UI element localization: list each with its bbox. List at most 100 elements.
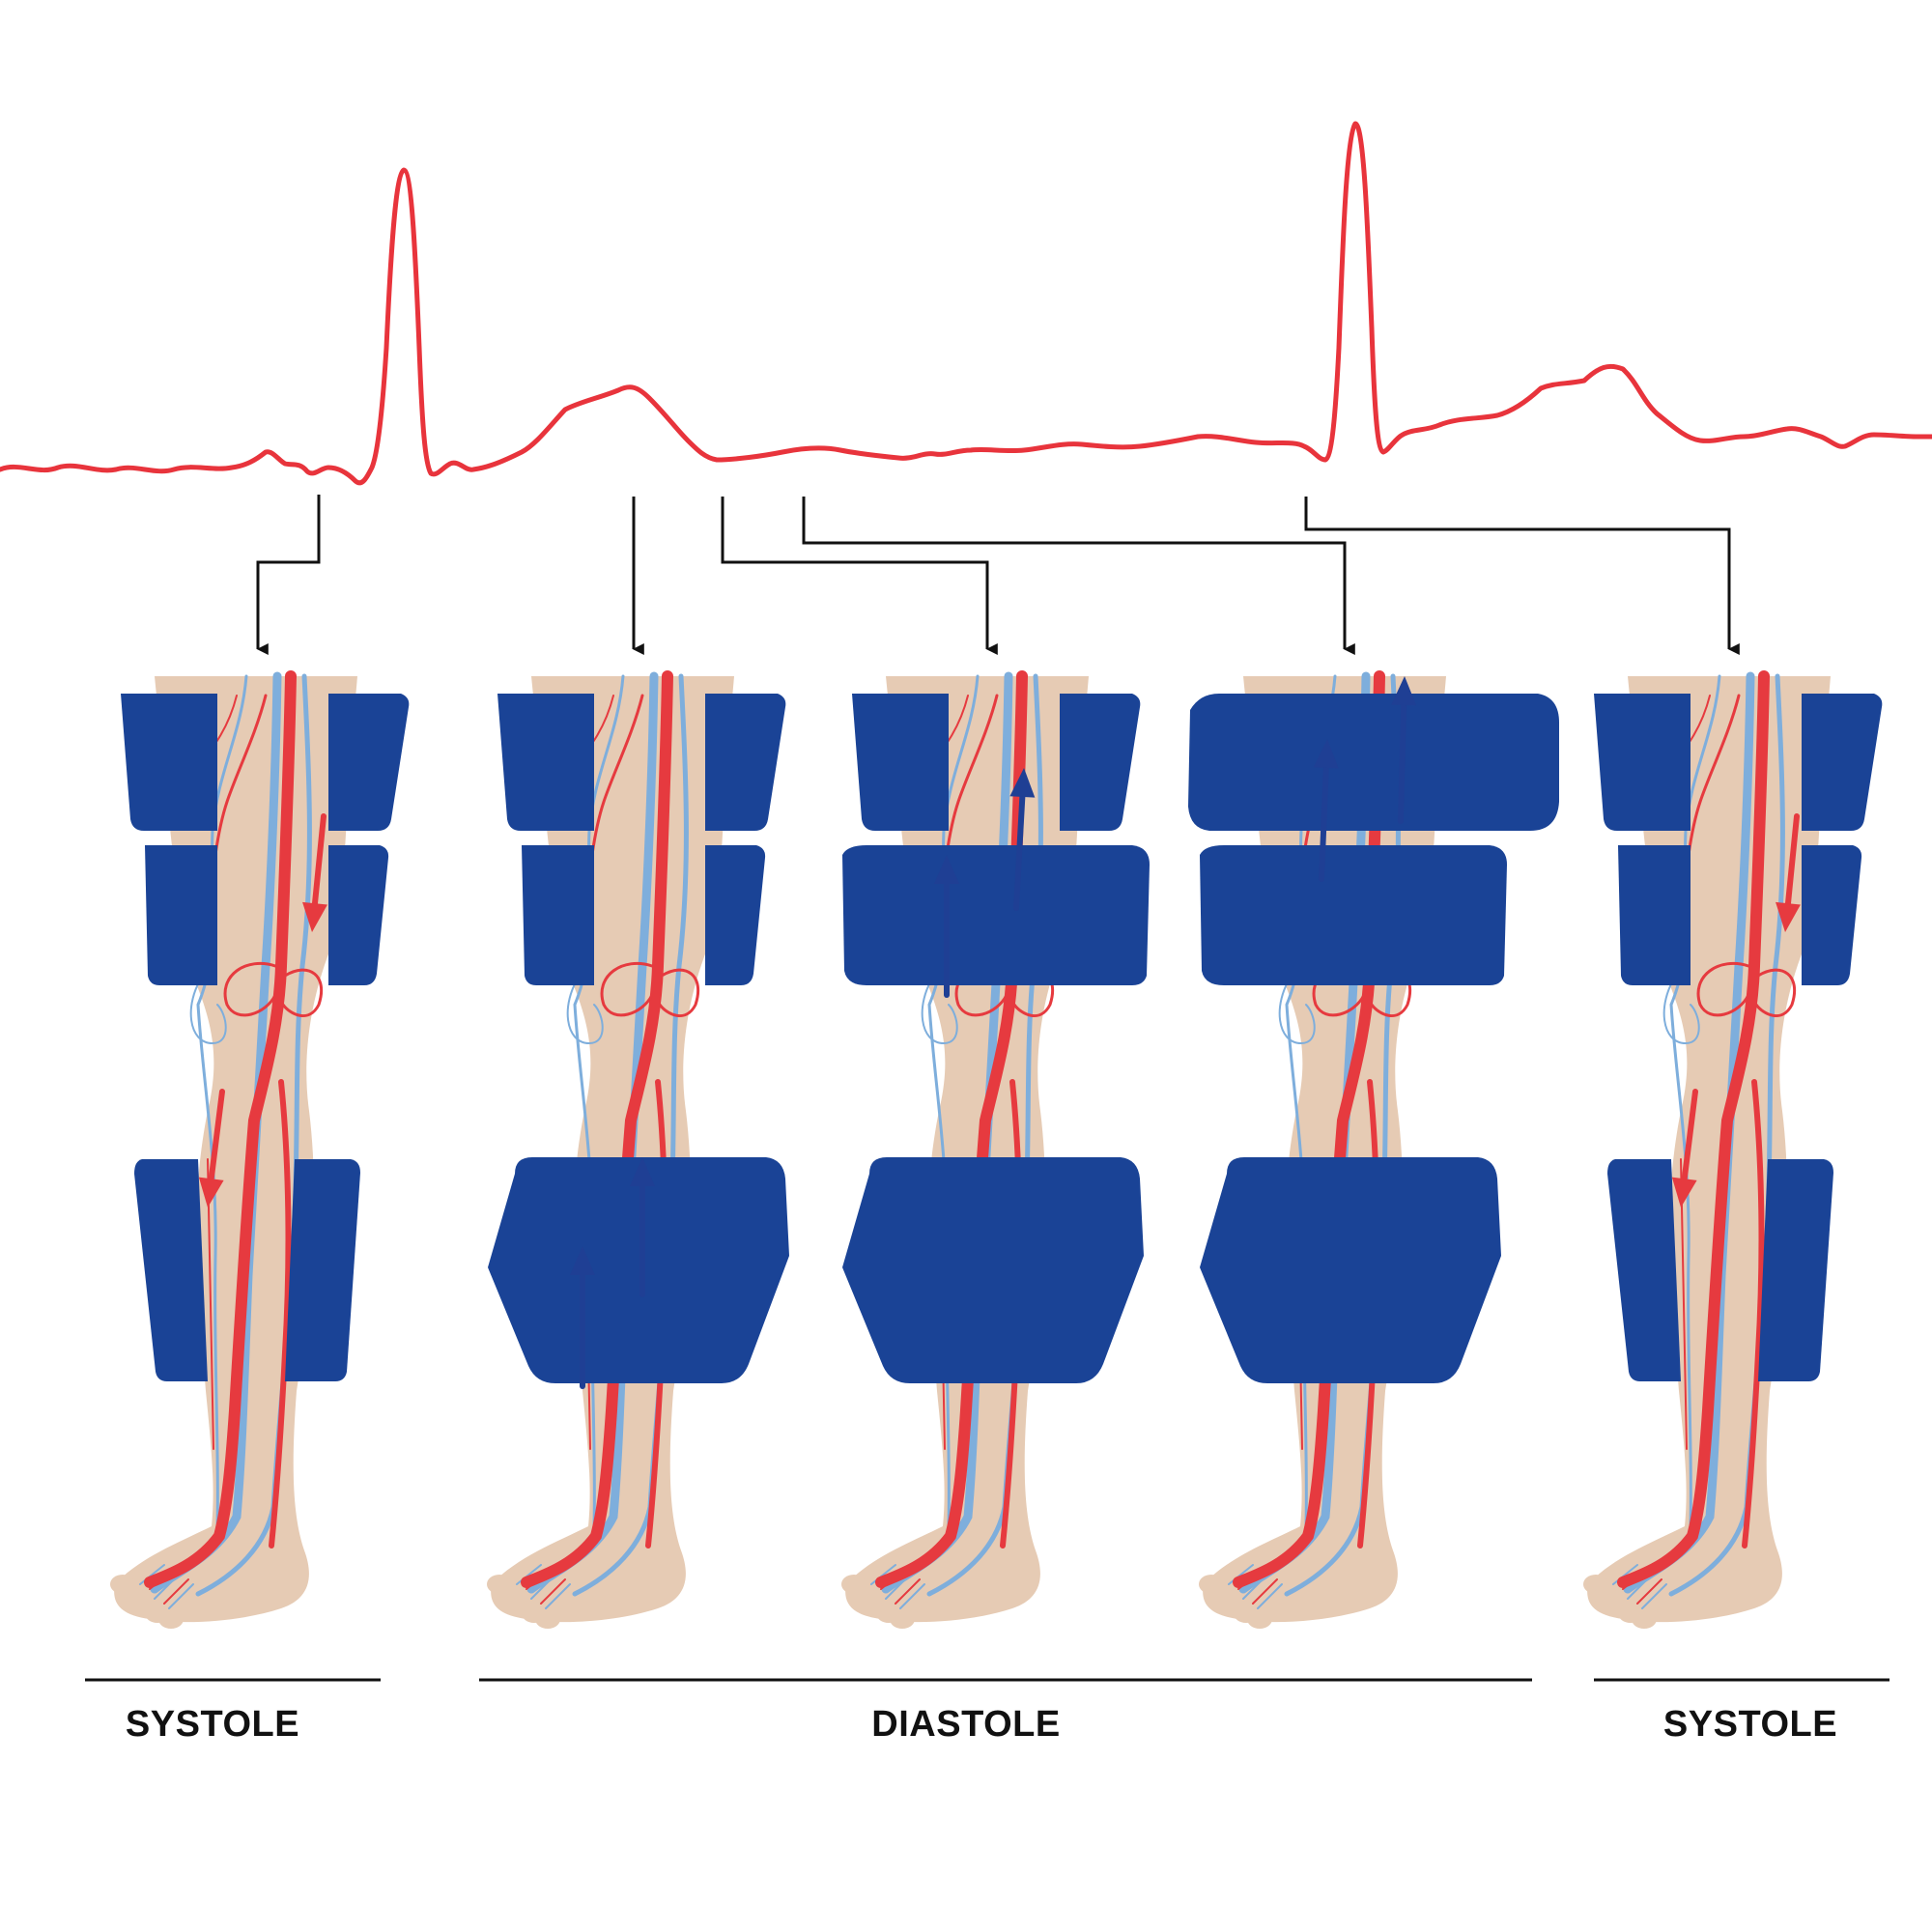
flow-arrow-up-1-head xyxy=(934,855,959,884)
compression-cuffs xyxy=(1594,694,1883,1381)
cuff-upper-thigh-deflated-1 xyxy=(497,694,594,831)
cuff-calf-deflated-2 xyxy=(285,1159,360,1381)
artery-main xyxy=(144,670,297,1588)
artery-tibial xyxy=(269,1079,292,1548)
toe-5 xyxy=(535,1609,560,1629)
leg-2-diastole xyxy=(487,670,789,1629)
cuff-upper-thigh-deflated-2 xyxy=(1802,694,1883,831)
ecg-trace xyxy=(0,121,1932,486)
cuff-calf-inflated-1 xyxy=(1200,1157,1501,1383)
leg-skin xyxy=(114,676,357,1623)
pointer-arrow-3 xyxy=(721,497,998,655)
leg-toes xyxy=(487,1575,560,1629)
flow-arrows xyxy=(1671,813,1801,1208)
cuff-upper-thigh-deflated-1 xyxy=(1594,694,1690,831)
artery-foot xyxy=(149,1569,189,1605)
vein-loop-knee xyxy=(1662,975,1700,1045)
cuff-upper-thigh-deflated-1 xyxy=(121,694,217,831)
flow-arrow-down-thigh-head xyxy=(1776,901,1801,932)
pointer-arrow-1 xyxy=(256,495,321,655)
compression-cuffs xyxy=(121,694,410,1381)
flow-arrow-up-2 xyxy=(1009,768,1036,911)
phase-label-systole-2: SYSTOLE xyxy=(1662,1704,1838,1745)
flow-arrow-down-thigh-shaft xyxy=(1784,813,1800,907)
flow-arrow-up-1-shaft xyxy=(1319,764,1329,882)
pointer-arrows xyxy=(256,495,1740,655)
cuff-upper-thigh-deflated-2 xyxy=(1060,694,1141,831)
cuff-calf-inflated-1 xyxy=(842,1157,1144,1383)
phase-label-systole-1: SYSTOLE xyxy=(125,1704,300,1745)
vein-loop-knee xyxy=(1278,975,1316,1045)
leg-toes xyxy=(110,1575,184,1629)
artery-foot xyxy=(526,1569,566,1605)
cuff-upper-thigh-inflated-1 xyxy=(1188,694,1559,831)
toe-5 xyxy=(890,1609,915,1629)
flow-arrow-up-2-shaft xyxy=(1013,793,1026,911)
toe-5 xyxy=(1247,1609,1272,1629)
artery-foot xyxy=(880,1569,921,1605)
flow-arrow-up-2-head xyxy=(1009,768,1036,798)
cuff-calf-deflated-1 xyxy=(1607,1159,1681,1381)
flow-arrow-down-calf xyxy=(198,1089,225,1208)
flow-arrows xyxy=(198,813,327,1208)
flow-arrow-up-2 xyxy=(1391,676,1417,824)
artery-knee-loops xyxy=(600,961,700,1017)
pointer-arrow-4 xyxy=(802,497,1355,655)
artery-main xyxy=(1617,670,1770,1588)
cuff-calf-deflated-1 xyxy=(134,1159,208,1381)
toe-5 xyxy=(1632,1609,1657,1629)
flow-arrow-up-1-head xyxy=(570,1246,595,1275)
vein-loop-knee xyxy=(921,975,958,1045)
artery-network xyxy=(1617,670,1797,1605)
flow-arrow-down-calf-shaft xyxy=(208,1089,225,1182)
vein-loop-knee xyxy=(189,975,227,1045)
artery-foot xyxy=(1237,1569,1278,1605)
flow-arrow-up-2-shaft xyxy=(1398,701,1407,824)
cuff-lower-thigh-deflated-2 xyxy=(328,845,389,985)
cuff-lower-thigh-deflated-1 xyxy=(145,845,217,985)
flow-arrow-up-1 xyxy=(934,855,959,998)
cuff-lower-thigh-inflated-1 xyxy=(1200,845,1507,985)
flow-arrow-up-2 xyxy=(630,1157,655,1297)
cuff-lower-thigh-deflated-1 xyxy=(1618,845,1690,985)
cuff-upper-thigh-deflated-2 xyxy=(328,694,410,831)
flow-arrow-up-1-head xyxy=(1313,739,1339,769)
cuff-lower-thigh-deflated-2 xyxy=(705,845,766,985)
cuff-lower-thigh-deflated-2 xyxy=(1802,845,1862,985)
flow-arrow-down-calf-head xyxy=(1671,1177,1697,1208)
flow-arrow-down-thigh-head xyxy=(302,901,327,932)
leg-3-diastole xyxy=(841,670,1150,1629)
flow-arrow-down-calf xyxy=(1671,1089,1698,1208)
leg-4-diastole xyxy=(1188,670,1559,1629)
cuff-calf-inflated-1 xyxy=(488,1157,789,1383)
artery-foot xyxy=(1622,1569,1662,1605)
artery-knee-loops xyxy=(1696,961,1797,1017)
vein-loop-knee xyxy=(566,975,604,1045)
flow-arrow-up-1 xyxy=(570,1246,595,1389)
flow-arrow-up-2-head xyxy=(630,1157,655,1186)
flow-arrow-down-thigh xyxy=(1776,813,1801,932)
pointer-arrow-5 xyxy=(1304,497,1740,655)
cuff-upper-thigh-deflated-1 xyxy=(852,694,949,831)
cuff-lower-thigh-inflated-1 xyxy=(842,845,1150,985)
flow-arrow-up-1 xyxy=(1313,739,1339,882)
leg-1-systole xyxy=(110,670,410,1629)
leg-toes xyxy=(841,1575,915,1629)
cuff-lower-thigh-deflated-1 xyxy=(522,845,594,985)
artery-knee-loops xyxy=(223,961,324,1017)
flow-arrow-up-2-head xyxy=(1391,676,1417,706)
phase-label-diastole: DIASTOLE xyxy=(871,1704,1061,1745)
flow-arrow-down-calf-head xyxy=(198,1177,224,1208)
cuff-calf-deflated-2 xyxy=(1758,1159,1833,1381)
leg-5-systole xyxy=(1583,670,1883,1629)
cuff-upper-thigh-deflated-2 xyxy=(705,694,786,831)
flow-arrow-down-calf-shaft xyxy=(1681,1089,1698,1182)
flow-arrows xyxy=(934,768,1036,998)
leg-skin xyxy=(1587,676,1831,1623)
compression-cuffs xyxy=(488,694,789,1383)
toe-5 xyxy=(158,1609,184,1629)
flow-arrows xyxy=(570,1157,655,1389)
leg-skin xyxy=(491,676,734,1623)
flow-arrows xyxy=(1313,676,1417,882)
